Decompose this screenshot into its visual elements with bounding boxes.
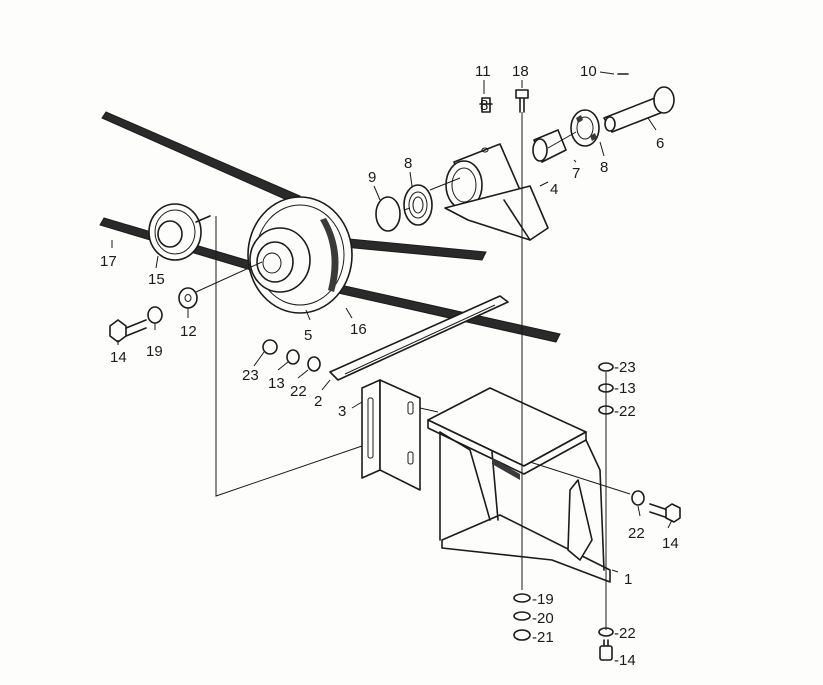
label-12: 12 xyxy=(180,323,197,340)
snap-ring-9 xyxy=(375,196,401,232)
label-14-left: 14 xyxy=(110,349,127,366)
assembly-lines xyxy=(195,112,631,630)
large-pulley-5 xyxy=(247,196,353,314)
label-23-left: 23 xyxy=(242,367,259,384)
bearing-8-left xyxy=(403,184,433,226)
washer-13-left xyxy=(286,349,300,365)
label-13-right: -13 xyxy=(614,380,636,397)
label-9: 9 xyxy=(368,169,376,186)
bracket-3 xyxy=(361,379,421,491)
label-20: -20 xyxy=(532,610,554,627)
label-16: 16 xyxy=(350,321,367,338)
bolt-14-right xyxy=(649,503,681,523)
label-4: 4 xyxy=(550,181,558,198)
nut-21 xyxy=(513,629,531,641)
label-8-right: 8 xyxy=(600,159,608,176)
label-14-bottom: -14 xyxy=(614,652,636,669)
washer-20 xyxy=(513,611,531,621)
washer-22-right xyxy=(631,490,645,506)
bolt-14-lower xyxy=(599,639,613,661)
washer-12 xyxy=(178,287,198,309)
main-frame-1 xyxy=(427,387,611,583)
label-15: 15 xyxy=(148,271,165,288)
label-6: 6 xyxy=(656,135,664,152)
label-1: 1 xyxy=(624,571,632,588)
label-13-left: 13 xyxy=(268,375,285,392)
label-2: 2 xyxy=(314,393,322,410)
label-8-top: 8 xyxy=(480,97,488,114)
label-11: 11 xyxy=(475,63,491,80)
label-14-right: 14 xyxy=(662,535,679,552)
nut-23-left xyxy=(262,339,278,355)
bolt-18 xyxy=(515,89,529,113)
label-22-left: 22 xyxy=(290,383,307,400)
shaft-6 xyxy=(603,86,675,133)
bearing-housing-4 xyxy=(444,143,549,241)
bolt-14-left xyxy=(109,319,147,343)
label-22-lower-right: -22 xyxy=(614,625,636,642)
label-3: 3 xyxy=(338,403,346,420)
belt-16-upper xyxy=(101,111,301,205)
label-19-left: 19 xyxy=(146,343,163,360)
label-22-upper-right: -22 xyxy=(614,403,636,420)
bearing-8-right xyxy=(570,109,600,147)
callout-labels: 1 2 3 4 5 6 7 8 8 8 9 10 11 12 13 -13 14… xyxy=(100,63,679,669)
label-23-right: -23 xyxy=(614,359,636,376)
leader-lines xyxy=(111,71,673,573)
label-8-left: 8 xyxy=(404,155,412,172)
label-7: 7 xyxy=(572,165,580,182)
label-10: 10 xyxy=(580,63,597,80)
label-22-right: 22 xyxy=(628,525,645,542)
washer-19-lower xyxy=(513,593,531,603)
grease-nipple-11 xyxy=(479,97,493,113)
label-21: -21 xyxy=(532,629,554,646)
washer-22-left xyxy=(307,356,321,372)
small-pulley-15 xyxy=(148,203,211,261)
label-5: 5 xyxy=(304,327,312,344)
label-19-bottom: -19 xyxy=(532,591,554,608)
label-17: 17 xyxy=(100,253,117,270)
bushing-7 xyxy=(532,129,567,163)
slotted-bar-2 xyxy=(329,295,509,381)
nut-23-right xyxy=(598,362,614,372)
washer-19-left xyxy=(147,306,163,324)
label-18: 18 xyxy=(512,63,529,80)
